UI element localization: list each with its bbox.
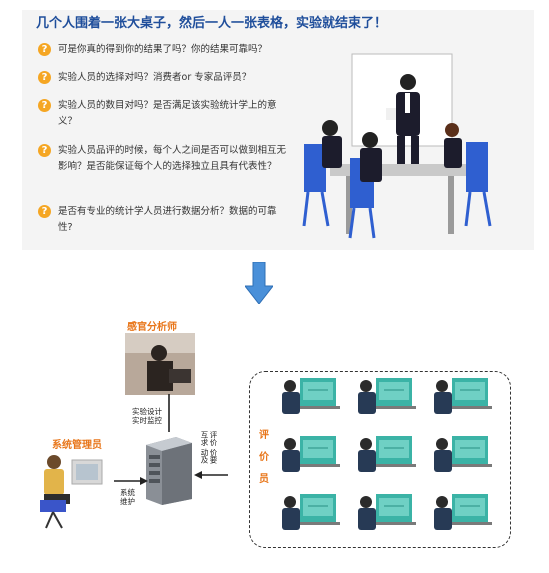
label-line: 评价 xyxy=(209,431,218,446)
label-line: 实时监控 xyxy=(132,416,162,425)
admin-title: 系统管理员 xyxy=(52,440,102,451)
raters-label-char: 员 xyxy=(259,474,269,485)
question-text: 可是你真的得到你的结果了吗？你的结果可靠吗？ xyxy=(58,44,268,55)
label-line: 系统 xyxy=(120,488,135,497)
analyst-title: 感官分析师 xyxy=(127,322,177,333)
workstation xyxy=(357,377,417,415)
question-text: 实验人员的数目对吗？是否满足该实验统计学上的意义？ xyxy=(58,100,277,127)
raters-label: 评 价 员 xyxy=(259,426,271,492)
workstation xyxy=(433,435,493,473)
workstation xyxy=(281,377,341,415)
admin-to-server-arrow xyxy=(114,477,148,485)
raters-label-char: 评 xyxy=(259,430,269,441)
presenter-figure xyxy=(386,74,420,176)
question-icon: ? xyxy=(38,144,51,157)
question-text: 实验人员品评的时候，每个人之间是否可以做到相互无影响？是否能保证每个人的选择独立… xyxy=(58,145,287,172)
raters-group xyxy=(249,371,511,548)
workstation xyxy=(281,493,341,531)
analyst-server-label: 实验设计 实时监控 xyxy=(132,407,162,425)
workstation xyxy=(433,493,493,531)
server-icon xyxy=(146,437,192,505)
label-line: 实验设计 xyxy=(132,407,162,416)
question-icon: ? xyxy=(38,205,51,218)
raters-to-server-arrow xyxy=(194,471,228,479)
question-icon: ? xyxy=(38,43,51,56)
question-icon: ? xyxy=(38,99,51,112)
analyst-photo xyxy=(125,333,195,395)
rater-workstations xyxy=(281,377,493,531)
label-line: 互求 xyxy=(200,431,209,446)
workstation xyxy=(357,493,417,531)
workstation xyxy=(281,435,341,473)
workstation xyxy=(433,377,493,415)
raters-server-label: 评价 价要 互求 动及 xyxy=(200,431,218,471)
raters-label-char: 价 xyxy=(259,452,269,463)
meeting-illustration xyxy=(302,53,492,239)
question-text: 实验人员的选择对吗？消费者or 专家品评员？ xyxy=(58,72,252,83)
attendee-right xyxy=(444,123,492,227)
down-arrow-icon xyxy=(245,262,273,304)
question-text: 是否有专业的统计学人员进行数据分析？数据的可靠性? xyxy=(58,206,277,233)
attendee-left xyxy=(302,120,342,227)
analyst-connector xyxy=(168,394,170,432)
question-icon: ? xyxy=(38,71,51,84)
admin-server-label: 系统 维护 xyxy=(120,488,135,506)
label-line: 价要 xyxy=(209,448,218,464)
attendee-center xyxy=(348,132,382,239)
label-line: 动及 xyxy=(200,448,209,464)
page-title: 几个人围着一张大桌子，然后一人一张表格，实验就结束了！ xyxy=(36,16,388,31)
workstation xyxy=(357,435,417,473)
admin-figure xyxy=(40,455,103,529)
label-line: 维护 xyxy=(120,497,135,506)
